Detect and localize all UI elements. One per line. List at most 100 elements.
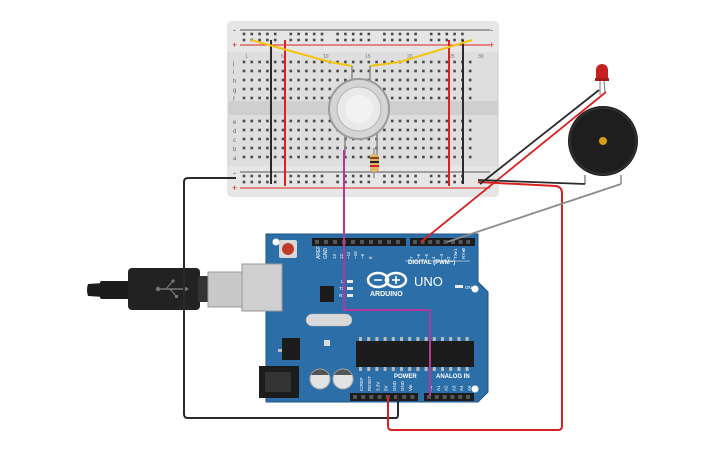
rail-hole[interactable] — [305, 32, 308, 36]
breadboard-hole[interactable] — [422, 155, 425, 159]
breadboard-hole[interactable] — [414, 119, 417, 123]
breadboard-hole[interactable] — [250, 78, 254, 82]
rail-hole[interactable] — [242, 180, 246, 184]
rail-hole[interactable] — [398, 38, 402, 42]
breadboard-hole[interactable] — [390, 69, 394, 73]
breadboard-hole[interactable] — [383, 155, 386, 159]
breadboard-hole[interactable] — [336, 137, 339, 141]
breadboard-hole[interactable] — [250, 146, 254, 150]
breadboard-hole[interactable] — [406, 78, 410, 82]
breadboard-hole[interactable] — [437, 137, 441, 141]
breadboard-hole[interactable] — [406, 155, 410, 159]
breadboard-hole[interactable] — [406, 60, 410, 64]
rail-hole[interactable] — [297, 38, 300, 42]
circuit-wires[interactable] — [183, 89, 622, 431]
breadboard-hole[interactable] — [406, 87, 410, 91]
breadboard-hole[interactable] — [375, 60, 378, 64]
rail-hole[interactable] — [398, 174, 402, 178]
wire-black-led-gnd[interactable] — [479, 89, 600, 185]
header-pin-hole[interactable] — [396, 240, 400, 244]
breadboard-hole[interactable] — [422, 128, 425, 132]
header-pin-hole[interactable] — [387, 240, 391, 244]
breadboard-hole[interactable] — [320, 96, 324, 100]
breadboard-hole[interactable] — [266, 69, 269, 73]
breadboard-hole[interactable] — [266, 155, 269, 159]
breadboard-hole[interactable] — [328, 96, 332, 100]
header-pin-hole[interactable] — [369, 240, 373, 244]
rail-hole[interactable] — [344, 174, 347, 178]
rail-hole[interactable] — [406, 32, 410, 36]
breadboard-hole[interactable] — [305, 119, 308, 123]
rail-hole[interactable] — [344, 180, 347, 184]
breadboard-hole[interactable] — [328, 119, 332, 123]
breadboard-hole[interactable] — [242, 69, 246, 73]
breadboard-hole[interactable] — [429, 60, 433, 64]
breadboard-hole[interactable] — [289, 128, 293, 132]
rail-hole[interactable] — [351, 180, 355, 184]
breadboard-hole[interactable] — [414, 96, 417, 100]
breadboard-hole[interactable] — [305, 128, 308, 132]
header-pin-hole[interactable] — [443, 240, 448, 244]
rail-hole[interactable] — [359, 38, 363, 42]
rail-hole[interactable] — [429, 32, 433, 36]
breadboard-hole[interactable] — [305, 146, 308, 150]
breadboard-hole[interactable] — [281, 137, 285, 141]
breadboard-hole[interactable] — [367, 137, 371, 141]
breadboard-hole[interactable] — [453, 128, 456, 132]
rail-hole[interactable] — [344, 32, 347, 36]
breadboard-hole[interactable] — [359, 69, 363, 73]
breadboard-hole[interactable] — [266, 87, 269, 91]
breadboard-hole[interactable] — [266, 96, 269, 100]
breadboard-hole[interactable] — [453, 96, 456, 100]
header-pin-hole[interactable] — [451, 240, 455, 244]
breadboard-hole[interactable] — [398, 155, 402, 159]
breadboard-hole[interactable] — [422, 78, 425, 82]
breadboard-hole[interactable] — [273, 119, 277, 123]
breadboard-hole[interactable] — [312, 69, 316, 73]
breadboard-hole[interactable] — [281, 78, 285, 82]
breadboard-hole[interactable] — [398, 119, 402, 123]
header-pin-hole[interactable] — [442, 395, 447, 399]
breadboard-hole[interactable] — [281, 146, 285, 150]
rail-hole[interactable] — [273, 38, 277, 42]
breadboard-hole[interactable] — [305, 96, 308, 100]
rail-hole[interactable] — [312, 32, 316, 36]
breadboard-hole[interactable] — [398, 69, 402, 73]
breadboard-hole[interactable] — [437, 155, 441, 159]
breadboard-hole[interactable] — [375, 69, 378, 73]
breadboard-hole[interactable] — [242, 78, 246, 82]
wire-gray-buzzer-pin[interactable] — [446, 183, 622, 243]
breadboard-hole[interactable] — [336, 155, 339, 159]
breadboard-hole[interactable] — [320, 60, 324, 64]
breadboard-hole[interactable] — [312, 87, 316, 91]
header-pin-hole[interactable] — [378, 240, 382, 244]
breadboard-hole[interactable] — [336, 146, 339, 150]
breadboard-hole[interactable] — [297, 155, 300, 159]
breadboard-hole[interactable] — [390, 119, 394, 123]
rail-hole[interactable] — [351, 38, 355, 42]
breadboard-hole[interactable] — [258, 96, 261, 100]
breadboard-hole[interactable] — [266, 128, 269, 132]
header-pin-hole[interactable] — [315, 240, 319, 244]
breadboard-hole[interactable] — [297, 119, 300, 123]
breadboard-hole[interactable] — [383, 69, 386, 73]
breadboard-hole[interactable] — [445, 119, 449, 123]
breadboard-hole[interactable] — [281, 96, 285, 100]
header-pin-hole[interactable] — [353, 395, 357, 399]
rail-hole[interactable] — [359, 32, 363, 36]
breadboard-hole[interactable] — [250, 128, 254, 132]
rail-hole[interactable] — [297, 174, 300, 178]
rail-hole[interactable] — [390, 38, 394, 42]
breadboard-hole[interactable] — [414, 137, 417, 141]
rail-hole[interactable] — [289, 180, 293, 184]
rail-hole[interactable] — [312, 174, 316, 178]
breadboard-hole[interactable] — [398, 128, 402, 132]
breadboard-hole[interactable] — [468, 137, 472, 141]
breadboard-hole[interactable] — [336, 78, 339, 82]
breadboard-hole[interactable] — [336, 60, 339, 64]
breadboard-hole[interactable] — [422, 146, 425, 150]
breadboard-hole[interactable] — [437, 60, 441, 64]
breadboard-hole[interactable] — [414, 60, 417, 64]
breadboard-hole[interactable] — [320, 78, 324, 82]
rail-hole[interactable] — [297, 180, 300, 184]
